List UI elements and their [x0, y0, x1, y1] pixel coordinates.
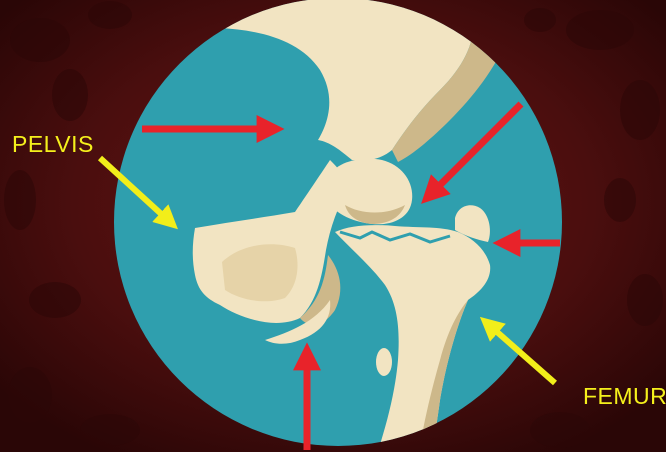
lesser-trochanter: [376, 348, 392, 376]
femur-label: FEMUR: [583, 383, 666, 410]
pelvis-label: PELVIS: [12, 131, 94, 158]
